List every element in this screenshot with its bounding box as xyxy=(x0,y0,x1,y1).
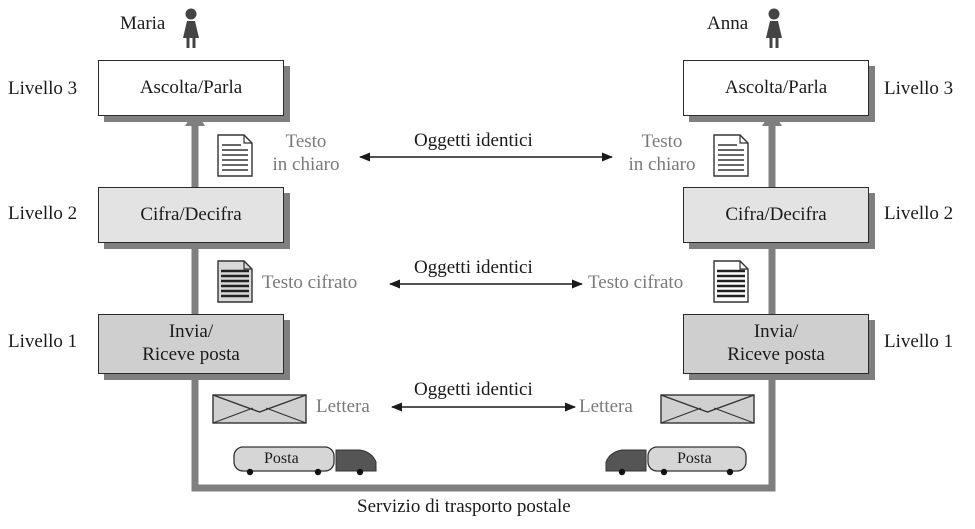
person-name-left: Maria xyxy=(120,13,166,34)
level-label-left-2: Livello 2 xyxy=(8,203,78,224)
box-cifra-decifra-left: Cifra/Decifra xyxy=(98,187,284,243)
truck-icon xyxy=(233,446,377,476)
box-text: Ascolta/Parla xyxy=(139,76,243,98)
arrow-up-right xyxy=(762,110,782,126)
envelope-icon xyxy=(212,394,307,424)
document-icon xyxy=(713,134,749,177)
transport-path xyxy=(191,300,776,492)
box-ascolta-parla-left: Ascolta/Parla xyxy=(98,60,284,116)
footer-caption: Servizio di trasporto postale xyxy=(357,496,571,517)
box-invia-riceve-left: Invia/ Riceve posta xyxy=(98,314,284,374)
document-icon xyxy=(217,134,253,177)
document-icon xyxy=(713,260,749,303)
ciphertext-label-left: Testo cifrato xyxy=(262,272,358,293)
box-invia-riceve-right: Invia/ Riceve posta xyxy=(683,314,869,374)
identical-label-plaintext: Oggetti identici xyxy=(414,130,533,151)
level-label-right-2: Livello 2 xyxy=(884,203,954,224)
person-icon xyxy=(183,8,199,48)
level-label-right-1: Livello 1 xyxy=(884,331,954,352)
arrow-up-left xyxy=(185,110,205,126)
letter-label-left: Lettera xyxy=(316,396,370,417)
box-ascolta-parla-right: Ascolta/Parla xyxy=(683,60,869,116)
truck-label-left: Posta xyxy=(264,450,299,467)
box-text: Invia/ Riceve posta xyxy=(142,321,240,365)
level-label-right-3: Livello 3 xyxy=(884,78,954,99)
plaintext-label-right: Testo in chiaro xyxy=(628,131,696,175)
box-cifra-decifra-right: Cifra/Decifra xyxy=(683,187,869,243)
truck-label-right: Posta xyxy=(677,450,712,467)
box-text: Cifra/Decifra xyxy=(140,203,242,225)
box-text: Ascolta/Parla xyxy=(724,76,828,98)
identical-label-ciphertext: Oggetti identici xyxy=(414,257,533,278)
box-text: Invia/ Riceve posta xyxy=(727,321,825,365)
level-label-left-1: Livello 1 xyxy=(8,331,78,352)
ciphertext-label-right: Testo cifrato xyxy=(588,272,684,293)
letter-label-right: Lettera xyxy=(579,396,633,417)
person-icon xyxy=(766,8,782,48)
identical-label-letter: Oggetti identici xyxy=(414,379,533,400)
box-text: Cifra/Decifra xyxy=(725,203,827,225)
truck-icon xyxy=(605,446,747,476)
document-icon xyxy=(217,260,253,303)
person-name-right: Anna xyxy=(707,13,749,34)
plaintext-label-left: Testo in chiaro xyxy=(272,131,340,175)
envelope-icon xyxy=(660,394,755,424)
level-label-left-3: Livello 3 xyxy=(8,78,78,99)
